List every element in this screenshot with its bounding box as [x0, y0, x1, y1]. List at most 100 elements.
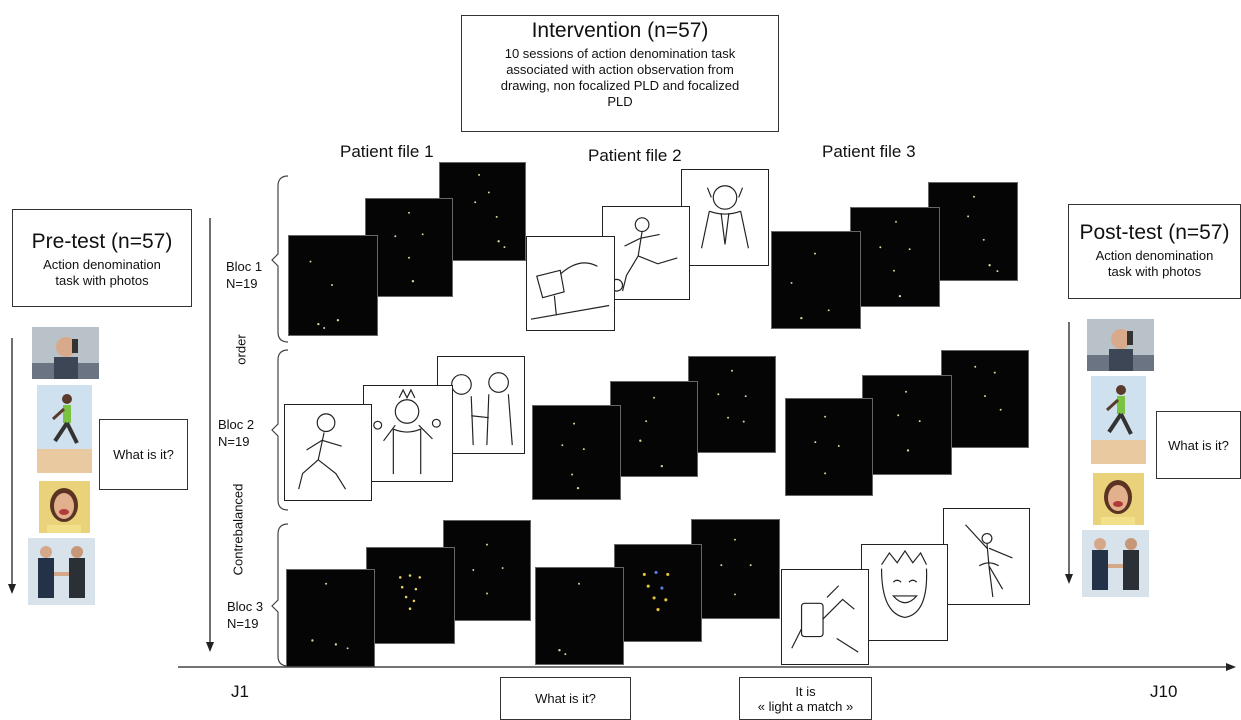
- pld-frame-icon: [639, 396, 663, 468]
- bloc-1-name: Bloc 1: [226, 259, 263, 274]
- photo-laughing-post: [1093, 472, 1144, 526]
- pld-frame-icon: [558, 582, 580, 656]
- drawing-pour: [526, 236, 615, 331]
- pld-frame-icon: [311, 582, 349, 650]
- timeline-arrow-icon: [178, 663, 1236, 671]
- intervention-line-3: drawing, non focalized PLD and focalized: [500, 78, 740, 93]
- line-drawing-icon: [700, 185, 750, 249]
- posttest-line-2: task with photos: [1107, 264, 1202, 279]
- pretest-title: Pre-test (n=57): [31, 230, 173, 253]
- action-photo-icon: [37, 385, 92, 473]
- pld-frame: [928, 182, 1018, 281]
- action-photo-icon: [1091, 376, 1146, 464]
- action-photo-icon: [1082, 530, 1149, 597]
- pld-frame: [532, 405, 621, 500]
- pld-frame: [439, 162, 526, 261]
- pld-frame: [850, 207, 940, 307]
- photo-laughing: [39, 481, 90, 533]
- pld-frame: [862, 375, 952, 475]
- pretest-box: Pre-test (n=57) Action denomination task…: [12, 209, 192, 307]
- posttest-title: Post-test (n=57): [1079, 221, 1230, 244]
- pretest-question-box: What is it?: [99, 419, 188, 490]
- line-drawing-icon: [791, 585, 859, 653]
- photo-runner: [37, 385, 92, 473]
- pld-frame: [288, 235, 378, 336]
- intervention-title: Intervention (n=57): [531, 19, 709, 42]
- intervention-line-4: PLD: [607, 94, 633, 109]
- drawing-ballet: [943, 508, 1030, 605]
- pld-frame-icon: [720, 538, 752, 596]
- pld-frame-icon: [561, 422, 585, 490]
- patient-file-1-label: Patient file 1: [340, 142, 434, 161]
- pld-frame: [941, 350, 1029, 448]
- bloc-2-label: Bloc 2 N=19: [218, 416, 254, 450]
- answer-line-2: « light a match »: [757, 698, 854, 714]
- bloc-2-name: Bloc 2: [218, 417, 255, 432]
- line-drawing-icon: [965, 524, 1013, 598]
- drawing-light-match: [781, 569, 869, 665]
- posttest-arrow-icon: [1065, 322, 1073, 584]
- pld-frame-icon: [974, 365, 1002, 411]
- drawing-run: [284, 404, 372, 501]
- drawing-laugh: [861, 544, 948, 641]
- bloc-3-name: Bloc 3: [227, 599, 264, 614]
- intervention-line-2: associated with action observation from: [506, 62, 734, 77]
- posttest-line-1: Action denomination: [1095, 248, 1214, 263]
- order-arrow-icon: [206, 218, 214, 652]
- pld-frame: [286, 569, 375, 667]
- photo-handshake: [28, 538, 95, 605]
- order-label: order: [233, 334, 249, 365]
- pld-frame-icon: [472, 543, 504, 595]
- pld-frame: [614, 544, 702, 642]
- posttest-question-box: What is it?: [1156, 411, 1241, 479]
- pretest-line-1: Action denomination: [43, 257, 161, 272]
- pld-frame-icon: [398, 574, 422, 610]
- photo-handshake-post: [1082, 530, 1149, 597]
- posttest-box: Post-test (n=57) Action denomination tas…: [1068, 204, 1241, 299]
- pld-frame-icon: [309, 260, 340, 330]
- answer-box: It is « light a match »: [739, 677, 872, 720]
- drawing-phone-call: [681, 169, 769, 266]
- action-photo-icon: [39, 481, 90, 533]
- contrebalanced-label: Contrebalanced: [230, 483, 246, 576]
- timeline-end-label: J10: [1150, 682, 1178, 701]
- pld-frame-icon: [814, 415, 840, 475]
- intervention-line-1: 10 sessions of action denomination task: [504, 46, 736, 61]
- pld-frame-icon: [790, 252, 830, 320]
- line-drawing-icon: [610, 217, 678, 292]
- pld-frame-icon: [897, 390, 921, 452]
- pld-frame-icon: [717, 369, 747, 423]
- patient-file-3-label: Patient file 3: [822, 142, 916, 161]
- pld-frame: [366, 547, 455, 644]
- action-photo-icon: [32, 327, 99, 379]
- intervention-box: Intervention (n=57) 10 sessions of actio…: [461, 15, 779, 132]
- photo-phone-call: [32, 327, 99, 379]
- bloc-2-n: N=19: [218, 434, 250, 449]
- line-drawing-icon: [373, 388, 441, 475]
- action-photo-icon: [28, 538, 95, 605]
- bloc-1-n: N=19: [226, 276, 258, 291]
- pld-frame: [771, 231, 861, 329]
- patient-file-2-label: Patient file 2: [588, 146, 682, 165]
- pld-frame: [785, 398, 873, 496]
- answer-line-1: It is: [795, 683, 816, 699]
- pretest-arrow-icon: [8, 338, 16, 594]
- pld-frame: [535, 567, 624, 665]
- action-photo-icon: [1093, 473, 1144, 525]
- drawing-kick: [602, 206, 690, 300]
- pretest-line-2: task with photos: [55, 273, 149, 288]
- photo-phone-call-post: [1087, 319, 1154, 371]
- intervention-question-box: What is it?: [500, 677, 631, 720]
- pld-frame-icon: [394, 211, 424, 283]
- pld-frame: [365, 198, 453, 297]
- pld-frame-icon: [474, 173, 506, 249]
- action-photo-icon: [1087, 319, 1154, 371]
- pld-frame-icon: [967, 195, 999, 273]
- photo-runner-post: [1091, 376, 1146, 464]
- line-drawing-icon: [530, 262, 610, 320]
- pld-frame-icon: [879, 220, 911, 298]
- bloc-3-label: Bloc 3 N=19: [227, 598, 263, 632]
- bloc-3-n: N=19: [227, 616, 259, 631]
- drawing-juggle: [363, 385, 453, 482]
- line-drawing-icon: [298, 413, 347, 490]
